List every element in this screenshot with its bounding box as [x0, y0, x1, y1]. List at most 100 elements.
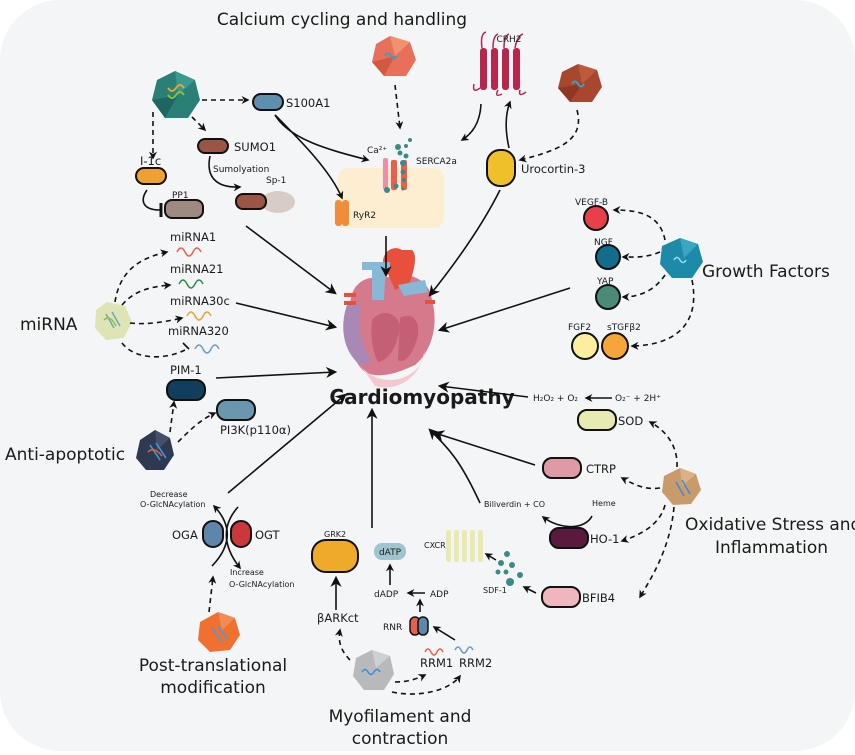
ho1-label: HO-1 [590, 532, 620, 546]
arrow-pim1-heart [215, 366, 338, 379]
calcium-ions-icon [384, 138, 412, 193]
urocortin3-label: Urocortin-3 [521, 162, 585, 176]
sumo1-node [197, 138, 229, 154]
cxcr4-label: CXCR4 [424, 541, 451, 550]
arrow-sumo1-sp1 [208, 155, 242, 192]
category-oxidative-label-2: Inflammation [715, 538, 828, 558]
pp1-label: PP1 [172, 191, 189, 201]
sod-node [577, 409, 617, 431]
arrow-vector-yap [621, 274, 666, 301]
category-ptm-label-2: modification [160, 678, 266, 698]
mirna-list: miRNA1 miRNA21 miRNA30c miRNA320 [168, 230, 230, 354]
myo-vector-icon [353, 650, 394, 690]
brown-vector-icon [558, 64, 602, 102]
heme-label: Heme [592, 499, 616, 508]
rnr-label: RNR [383, 623, 402, 633]
sp1-node [235, 193, 267, 210]
adp-label: ADP [430, 590, 449, 600]
arrow-vector-vegfb [612, 206, 666, 241]
sumo1-label: SUMO1 [234, 140, 276, 154]
arrow-biliverdin-heart [428, 428, 481, 504]
arrow-vector-ptm [208, 575, 217, 613]
serca2a-label: SERCA2a [416, 157, 457, 167]
mirna-label-0: miRNA1 [170, 230, 216, 244]
sp1-label: Sp-1 [266, 176, 286, 186]
ryr2-channel-icon [335, 200, 349, 226]
inhibition-i1c-pp1 [142, 189, 161, 211]
arrow-vector-pi3k [177, 412, 217, 443]
arrow-vector-mirna21 [121, 281, 172, 306]
arrow-sdf1-cxcr4 [484, 553, 497, 561]
dadp-label: dADP [374, 590, 399, 600]
h2o2-o2-label: H₂O₂ + O₂ [533, 394, 578, 404]
oxidative-vector-icon [662, 468, 701, 505]
stgfb2-label: sTGFβ2 [607, 323, 641, 333]
central-title: Cardiomyopathy [329, 385, 514, 409]
urocortin3-node [486, 149, 516, 187]
arrow-crh2-serca2a [460, 103, 482, 141]
barkct-label: βARKct [317, 611, 359, 625]
serca2a-pump-icon [391, 160, 397, 190]
arrow-vector-serca2a [394, 84, 404, 130]
category-oxidative-label-1: Oxidative Stress and [685, 515, 855, 535]
sod-label: SOD [618, 414, 643, 428]
rrm2-strand-icon [454, 646, 474, 654]
rna-strand-icon [186, 311, 212, 321]
mirna-label-1: miRNA21 [170, 262, 224, 276]
arrow-vector-stgfb2 [630, 279, 695, 350]
arrow-vector-mirna1 [114, 249, 169, 303]
sumolyation-label: Sumolyation [213, 165, 269, 175]
arrow-bfib4-sdf1 [522, 586, 537, 594]
arrow-vector-ctrp [620, 477, 661, 490]
category-myo-label-1: Myofilament and [329, 707, 472, 727]
pim1-label: PIM-1 [170, 363, 202, 377]
cxcr4-receptor-icon [446, 530, 483, 562]
ctrp-node [542, 457, 582, 479]
pim1-node [166, 379, 206, 401]
s100a1-node [252, 93, 284, 111]
mirna-label-3: miRNA320 [168, 324, 229, 338]
rna-strand-icon [176, 247, 202, 257]
heart-illustration [343, 248, 435, 388]
arrow-ptm-heart [227, 393, 347, 494]
sdf1-label: SDF-1 [483, 586, 507, 595]
datp-label: dATP [379, 548, 402, 558]
arrow-vector-sod [648, 421, 678, 468]
mirna-label-2: miRNA30c [170, 294, 230, 308]
category-growth-label: Growth Factors [702, 262, 830, 282]
i1c-node [135, 167, 167, 185]
arrow-pp1-heart [245, 225, 337, 295]
vegfb-label: VEGF-B [575, 198, 608, 208]
pi3k-node [216, 399, 256, 421]
serca2a-pump-icon-2 [401, 160, 407, 190]
bfib4-node [541, 586, 581, 608]
arrow-s100a1-ryr2 [274, 114, 344, 200]
yap-label: YAP [596, 277, 614, 287]
bfib4-label: BFIB4 [582, 591, 615, 605]
fgf2-node [571, 332, 599, 360]
sp1-shadow [261, 191, 295, 213]
growth-vector-icon [660, 238, 703, 278]
oga-label: OGA [172, 528, 198, 542]
pi3k-label: PI3K(p110α) [220, 423, 291, 437]
sdf1-molecules-icon [495, 551, 523, 586]
ngf-label: NGF [594, 238, 613, 248]
arrow-urocortin-crh2 [503, 100, 512, 149]
arrow-s100a1-serca2a [274, 114, 370, 163]
decrease-label-1: Decrease [150, 490, 188, 499]
i1c-label: I-1c [140, 154, 161, 168]
arrow-heme-biliverdin [541, 515, 593, 528]
arrow-vector-ho1 [620, 504, 666, 543]
grk2-node [311, 539, 359, 573]
category-calcium-label: Calcium cycling and handling [217, 10, 467, 30]
ca-label: Ca²⁺ [367, 146, 387, 156]
mirna-vector-icon [95, 302, 132, 340]
increase-label-1: Increase [230, 568, 264, 577]
arrow-mirna-heart [235, 302, 338, 331]
ho1-node [549, 527, 589, 549]
category-mirna-label: miRNA [20, 315, 78, 335]
grk2-label: GRK2 [324, 530, 346, 539]
